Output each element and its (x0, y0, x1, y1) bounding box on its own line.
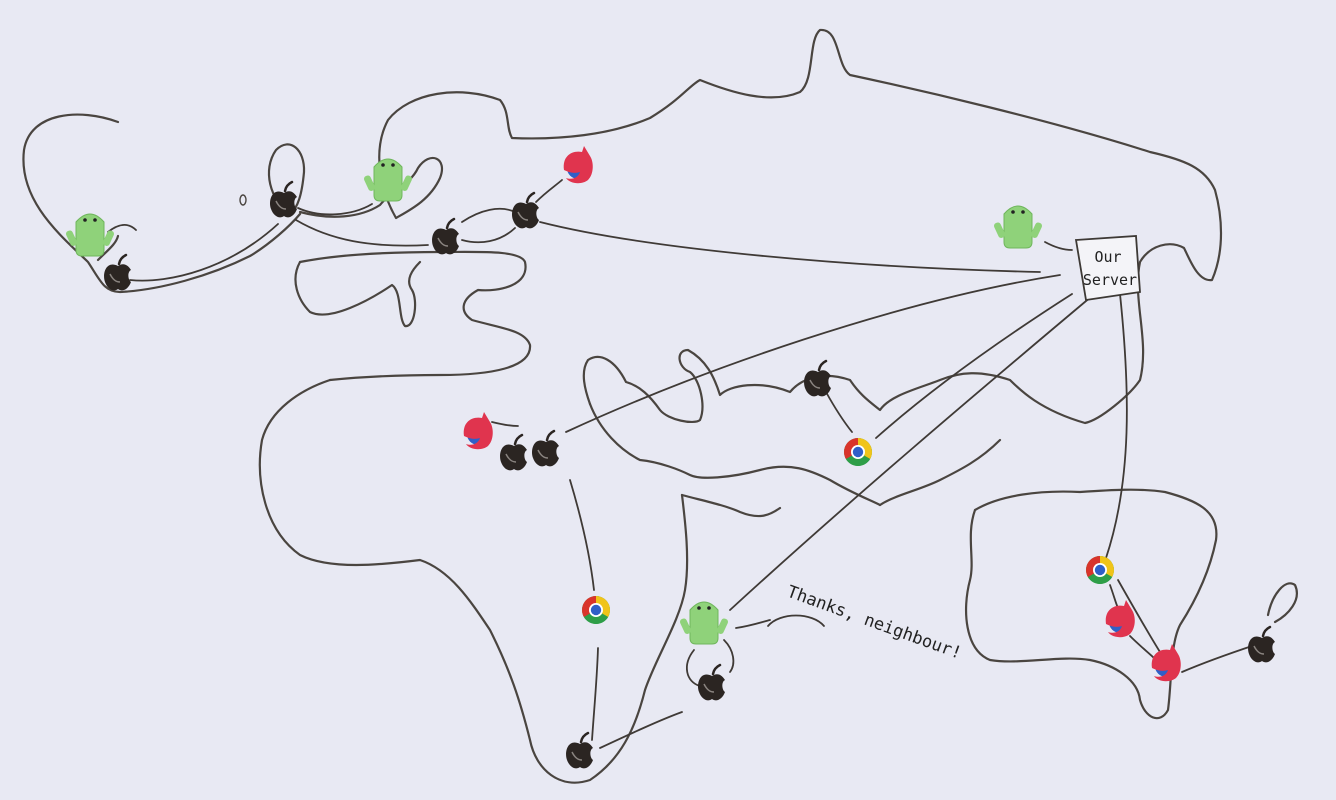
android-icon (992, 205, 1044, 249)
link-africa-apple (599, 711, 683, 749)
apple-icon (102, 253, 133, 292)
link-server-australia (1105, 293, 1128, 559)
link-aus-nz (1181, 644, 1256, 673)
link-apple-chain-3 (461, 227, 516, 244)
link-apple-chain-2 (461, 208, 516, 223)
server-icon (1074, 235, 1141, 302)
link-chrome-down (591, 647, 599, 741)
link-africa-chain-down (569, 479, 595, 591)
link-africa-server (565, 274, 1061, 433)
annotation-text: Thanks, neighbour! (784, 582, 964, 664)
chrome-icon (844, 438, 872, 466)
coast-north-america (22, 113, 302, 294)
server-label-line1: Our (1094, 248, 1121, 266)
link-europe-server (539, 221, 1041, 273)
link-aus-firefox-firefox (1129, 635, 1155, 659)
server-label-line2: Server (1083, 271, 1137, 289)
network-links (107, 179, 1256, 749)
server-node[interactable]: Our Server (1074, 235, 1141, 302)
link-aus-chrome-firefox2 (1117, 579, 1161, 653)
chrome-icon (1086, 556, 1114, 584)
link-aus-chrome-firefox (1109, 584, 1119, 609)
apple-icon (696, 663, 727, 702)
link-android-server-long (729, 295, 1093, 611)
coast-india (878, 438, 1002, 507)
apple-icon (530, 429, 561, 468)
android-icon (362, 158, 414, 202)
apple-icon (510, 191, 541, 230)
coast-africa (258, 378, 689, 784)
link-android-server (1044, 241, 1073, 251)
apple-icon (1246, 625, 1277, 664)
coast-mediterranean (588, 402, 882, 507)
link-firefox-apple (491, 421, 519, 427)
coast-europe-asia (298, 28, 1223, 425)
apple-icon (498, 433, 529, 472)
link-android-apple-india (686, 649, 701, 687)
apple-icon (430, 217, 461, 256)
firefox-icon (463, 412, 493, 450)
coast-greenland (267, 143, 306, 216)
android-icon (678, 601, 730, 645)
link-chrome-server (875, 293, 1073, 439)
link-annotation-swoosh (767, 614, 825, 627)
link-android-annotation (735, 619, 771, 629)
firefox-icon (1151, 644, 1181, 682)
link-android-apple-india-2 (723, 639, 735, 673)
coast-new-zealand (1266, 582, 1298, 624)
apple-icon (802, 359, 833, 398)
continents (22, 28, 1298, 784)
stray-mark (239, 194, 247, 206)
coast-australia (964, 488, 1218, 720)
coast-arabia (680, 493, 782, 518)
link-na-apple-greenland (129, 223, 279, 282)
link-asia-apple-chrome (825, 391, 853, 433)
firefox-icon (1105, 600, 1135, 638)
apple-icon (268, 180, 299, 219)
link-na-android-apple (107, 224, 137, 233)
link-apple-chain (295, 219, 429, 247)
coast-alaska-hook (96, 234, 120, 262)
link-greenland-apple-android (297, 203, 373, 216)
chrome-icon (582, 596, 610, 624)
link-apple-firefox (535, 179, 563, 203)
apple-icon (564, 731, 595, 770)
firefox-icon (563, 146, 593, 184)
coast-iceland (294, 260, 422, 328)
coast-uk (298, 250, 532, 382)
